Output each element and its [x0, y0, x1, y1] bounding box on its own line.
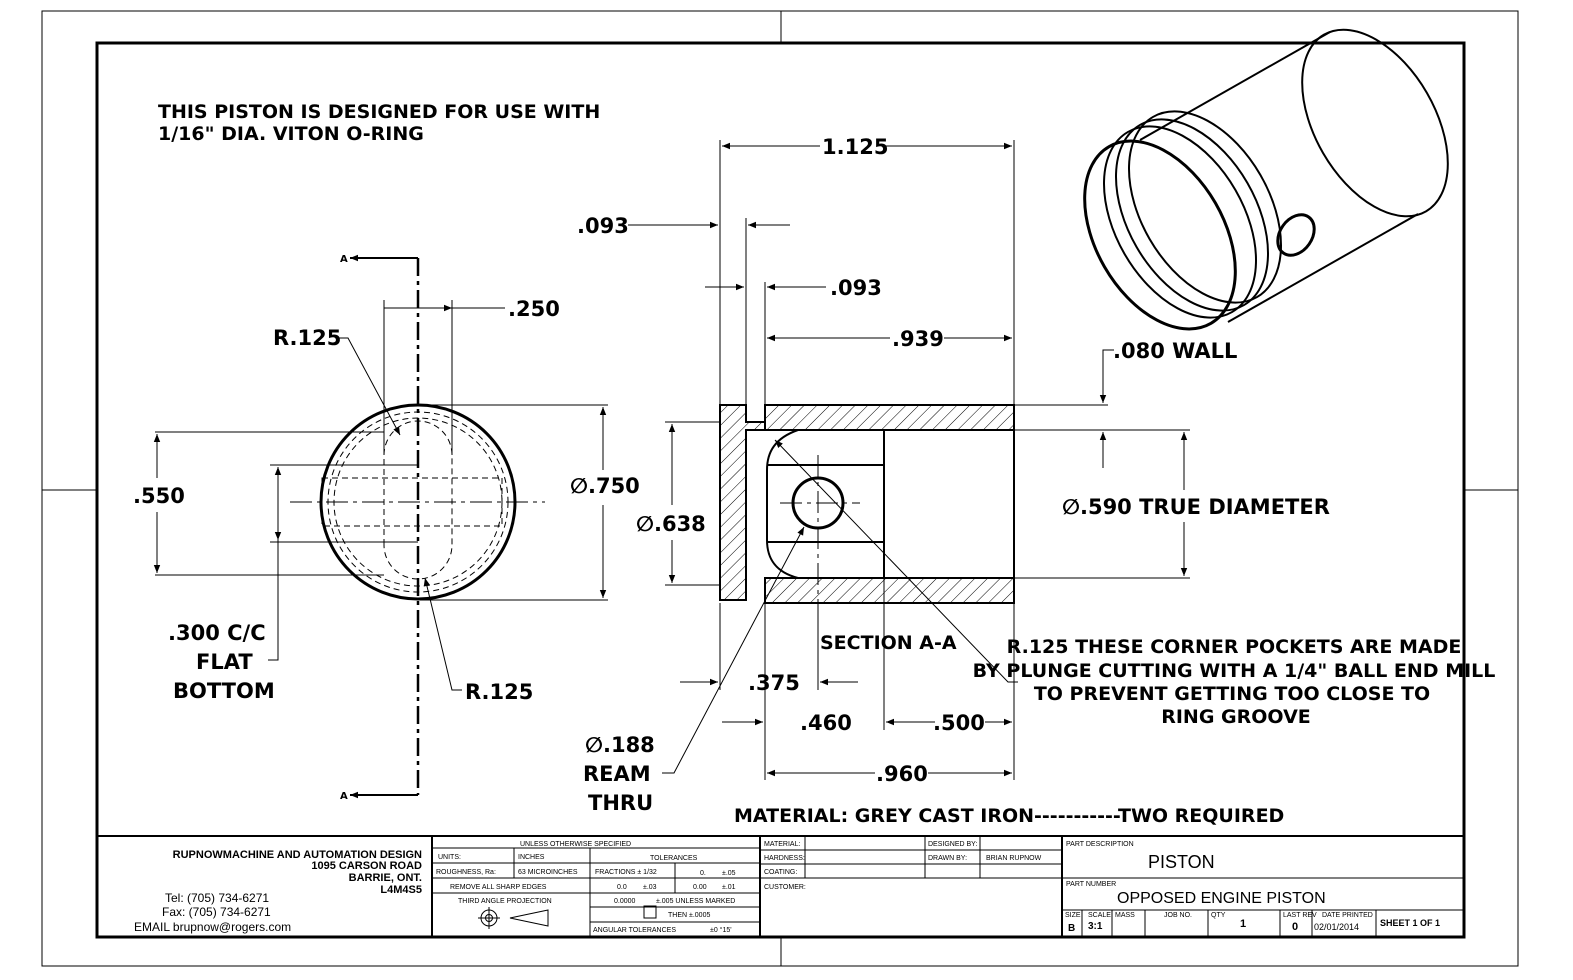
company-fax: Fax: (705) 734-6271: [162, 905, 271, 919]
dim-flange-width: .093: [577, 214, 629, 238]
dim-cc-line-2: FLAT: [196, 650, 253, 674]
company-address-2: BARRIE, ONT.: [349, 872, 422, 884]
company-postal: L4M4S5: [380, 884, 422, 896]
unless-specified: UNLESS OTHERWISE SPECIFIED: [520, 841, 631, 848]
tol-row2-d: ±.01: [722, 884, 736, 891]
dim-groove-width: .093: [830, 276, 882, 300]
tol-row2-b: ±.03: [643, 884, 657, 891]
dim-outer-diameter: ∅.750: [570, 474, 640, 498]
title-block: RUPNOWMACHINE AND AUTOMATION DESIGN 1095…: [97, 835, 1464, 937]
remove-sharp-edges: REMOVE ALL SHARP EDGES: [450, 884, 547, 891]
size-value: B: [1068, 923, 1075, 934]
job-label: JOB NO.: [1164, 912, 1192, 919]
drawn-by: BRIAN RUPNOW: [986, 855, 1042, 862]
tolerances-label: TOLERANCES: [650, 855, 698, 862]
mass-label: MASS: [1115, 912, 1135, 919]
fractions-tolerance: FRACTIONS ± 1/32: [595, 869, 657, 876]
material-label: MATERIAL:: [764, 841, 800, 848]
tolerance-block: UNLESS OTHERWISE SPECIFIED UNITS: INCHES…: [432, 841, 760, 937]
customer-label: CUSTOMER:: [764, 884, 806, 891]
hardness-label: HARDNESS:: [764, 855, 805, 862]
qty-label: QTY: [1211, 912, 1226, 919]
drawn-by-label: DRAWN BY:: [928, 855, 967, 862]
tol-row2-a: 0.0: [617, 884, 627, 891]
company-tel: Tel: (705) 734-6271: [165, 891, 269, 905]
roughness-label: ROUGHNESS, Ra:: [436, 869, 496, 876]
units-label: UNITS:: [438, 854, 461, 861]
date-value: 02/01/2014: [1314, 922, 1359, 932]
dim-pocket-depth: .460: [800, 711, 852, 735]
dim-slot-length: .550: [133, 484, 185, 508]
rev-value: 0: [1292, 921, 1298, 933]
tol-row4: THEN ±.0005: [668, 912, 710, 919]
part-description: PISTON: [1148, 852, 1215, 872]
roughness-value: 63 MICROINCHES: [518, 869, 578, 876]
tol-row3-a: 0.0000: [614, 898, 636, 905]
isometric-view: [1083, 28, 1449, 331]
qty-value: 1: [1240, 918, 1246, 930]
pocket-note-line-4: RING GROOVE: [1161, 706, 1311, 728]
scale-value: 3:1: [1088, 921, 1103, 932]
design-note-line-2: 1/16" DIA. VITON O-RING: [158, 123, 424, 145]
material-note: MATERIAL: GREY CAST IRON-----------TWO R…: [734, 805, 1284, 827]
third-angle-projection-icon: [478, 907, 549, 929]
dim-body-length: .960: [876, 762, 928, 786]
angular-tolerance-label: ANGULAR TOLERANCES: [593, 927, 676, 934]
company-name: RUPNOWMACHINE AND AUTOMATION DESIGN: [173, 849, 422, 861]
pocket-note-line-3: TO PREVENT GETTING TOO CLOSE TO: [1034, 683, 1430, 705]
tol-row1-b: ±.05: [722, 870, 736, 877]
units-value: INCHES: [518, 854, 545, 861]
tol-row2-c: 0.00: [693, 884, 707, 891]
cut-label-top: A: [340, 254, 348, 265]
pocket-note-line-1: R.125 THESE CORNER POCKETS ARE MADE: [1007, 636, 1462, 658]
dim-counterbore: .500: [933, 711, 985, 735]
tol-row3-b: ±.005 UNLESS MARKED: [656, 898, 735, 905]
dim-true-diameter: ∅.590 TRUE DIAMETER: [1062, 495, 1330, 519]
date-label: DATE PRINTED: [1322, 912, 1373, 919]
part-block: PART DESCRIPTION PISTON PART NUMBER OPPO…: [1062, 841, 1464, 937]
coating-label: COATING:: [764, 869, 797, 876]
part-number: OPPOSED ENGINE PISTON: [1117, 890, 1326, 907]
angular-tolerance-value: ±0 °15': [710, 926, 732, 934]
scale-label: SCALE: [1088, 912, 1111, 919]
dim-hole-line-3: THRU: [588, 791, 653, 815]
part-description-label: PART DESCRIPTION: [1066, 841, 1134, 848]
company-address-1: 1095 CARSON ROAD: [311, 860, 422, 872]
dim-bore-depth: .939: [892, 327, 944, 351]
section-label: SECTION A-A: [820, 632, 957, 654]
material-block: MATERIAL: HARDNESS: COATING: CUSTOMER: D…: [760, 836, 1062, 891]
size-label: SIZE: [1065, 912, 1081, 919]
section-view: 1.125 .093 .093 .939 .080 WALL ∅.590 TRU…: [577, 135, 1330, 815]
designed-by-label: DESIGNED BY:: [928, 841, 977, 848]
pocket-note: R.125 THESE CORNER POCKETS ARE MADE BY P…: [973, 636, 1496, 728]
dim-hole-position: .375: [748, 671, 800, 695]
end-view: A A .250 R.125 .550 .300 C/C FLAT BOTTOM…: [133, 254, 640, 802]
dim-cc-line-3: BOTTOM: [173, 679, 275, 703]
sheet-number: SHEET 1 OF 1: [1380, 918, 1440, 928]
tol-row1-a: 0.: [700, 870, 706, 877]
dim-slot-width: .250: [508, 297, 560, 321]
dim-slot-radius-top: R.125: [273, 326, 341, 350]
cut-label-bottom: A: [340, 791, 348, 802]
dim-hole-line-2: REAM: [583, 762, 651, 786]
dim-wall: .080 WALL: [1113, 339, 1237, 363]
projection-label: THIRD ANGLE PROJECTION: [458, 898, 552, 905]
design-note-line-1: THIS PISTON IS DESIGNED FOR USE WITH: [158, 101, 600, 123]
pocket-note-line-2: BY PLUNGE CUTTING WITH A 1/4" BALL END M…: [973, 660, 1496, 682]
sheet-border: [41, 10, 1519, 967]
rev-label: LAST REV: [1283, 912, 1317, 919]
dim-slot-radius-bottom: R.125: [465, 680, 533, 704]
dim-hole-line-1: ∅.188: [585, 733, 655, 757]
dim-head-diameter: ∅.638: [636, 512, 706, 536]
datum-symbol-icon: [643, 905, 657, 919]
dim-overall-length: 1.125: [822, 135, 888, 159]
company-email: EMAIL brupnow@rogers.com: [134, 920, 291, 934]
part-number-label: PART NUMBER: [1066, 881, 1116, 888]
dim-cc-line-1: .300 C/C: [168, 621, 266, 645]
